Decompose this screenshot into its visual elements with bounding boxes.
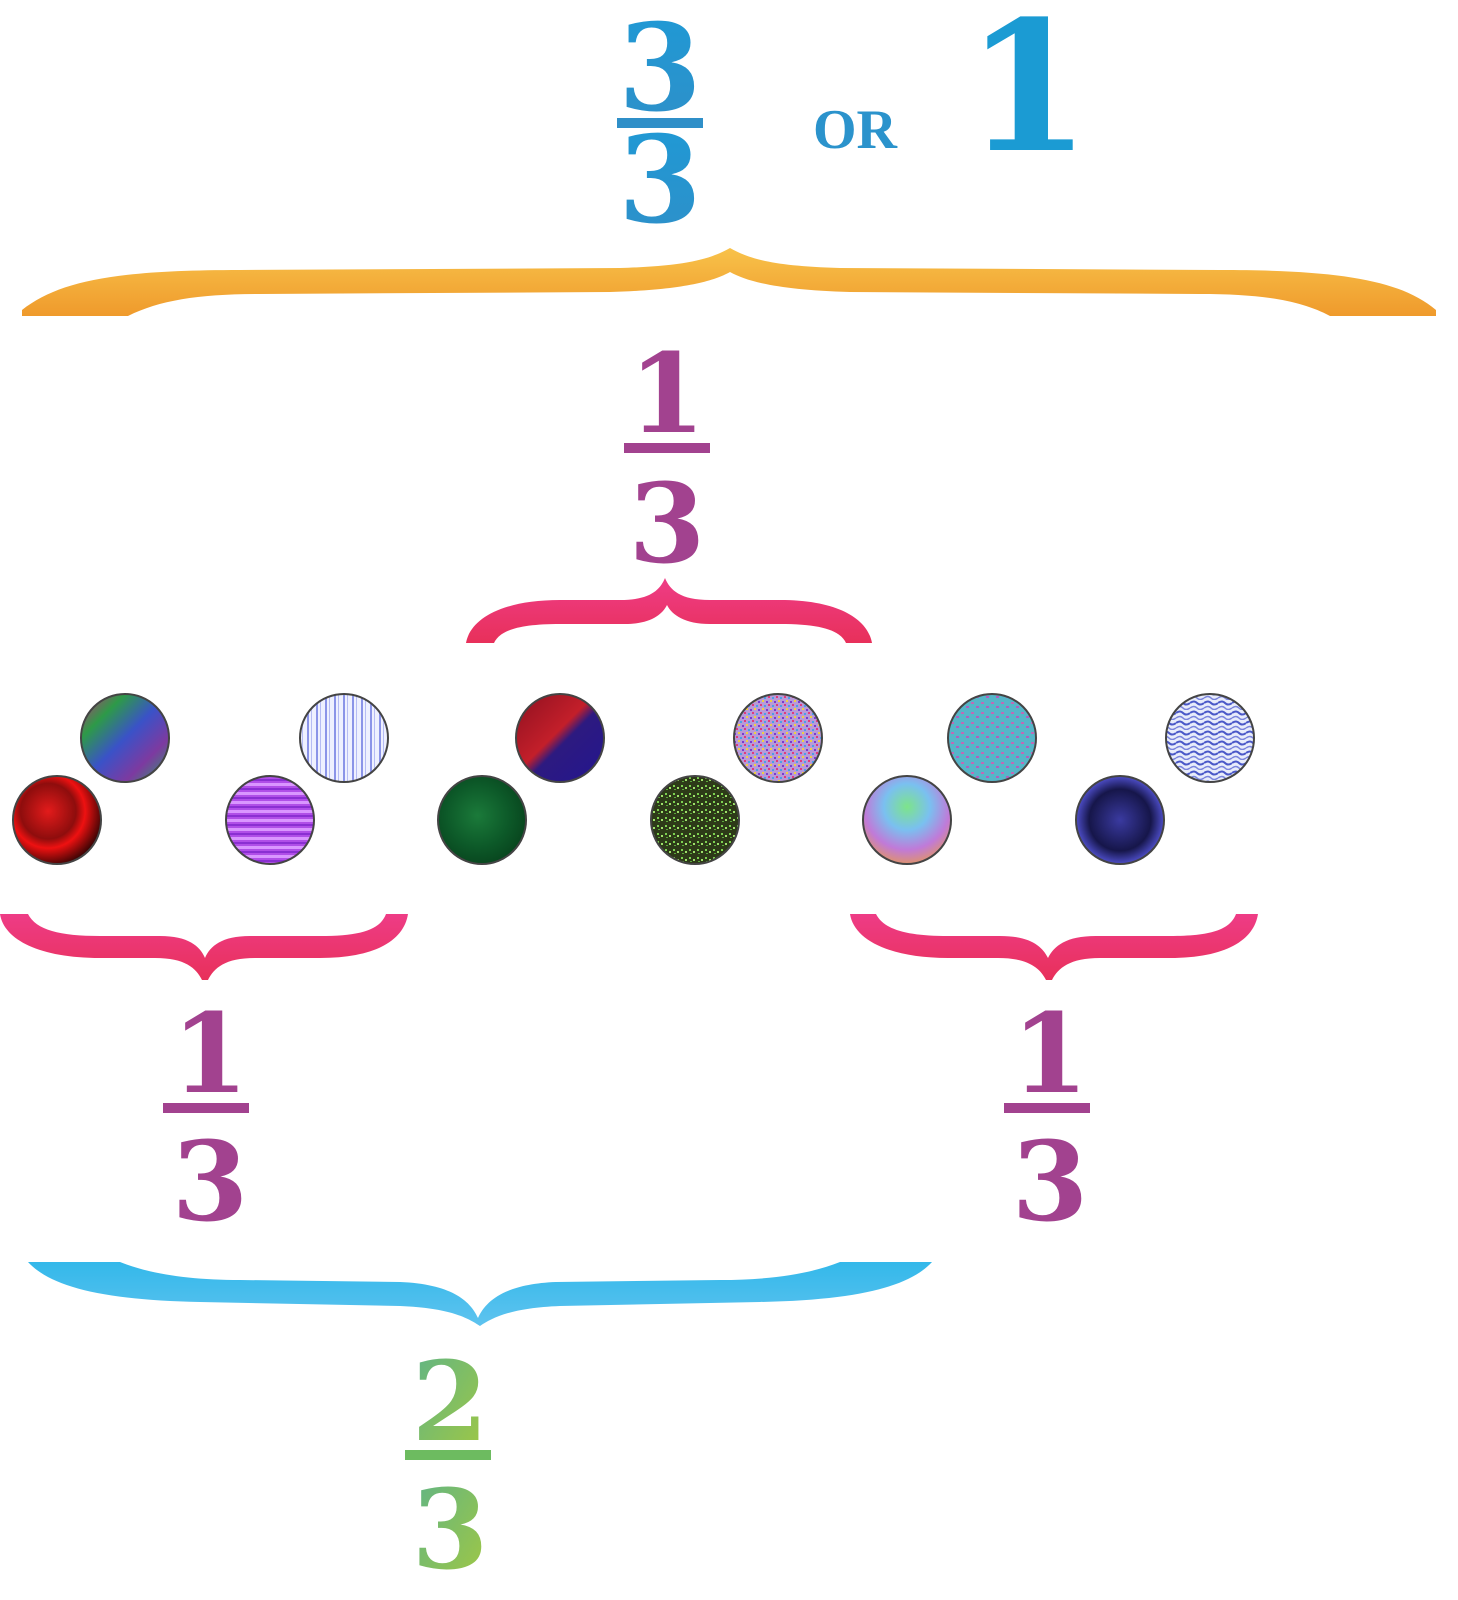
ball-red-black-blotch [12, 775, 102, 865]
left-third-denominator: 3 [172, 1117, 249, 1246]
orange-brace [22, 248, 1436, 316]
two-thirds-fraction: 2 3 [405, 1337, 491, 1594]
ball-lavender-vertical-stripes [299, 693, 389, 783]
two-thirds-numerator: 2 [412, 1337, 489, 1466]
ball-blue-white-marble [1165, 693, 1255, 783]
ball-navy-blotch [1075, 775, 1165, 865]
one-label: 1 [965, 0, 1090, 193]
middle-pink-brace [466, 578, 872, 643]
whole-numerator: 3 [618, 0, 702, 139]
ball-dark-green-marble [437, 775, 527, 865]
middle-third-fraction-bar [624, 443, 710, 453]
left-third-fraction-bar [163, 1103, 249, 1113]
or-label: OR [813, 99, 898, 161]
left-pink-brace [0, 914, 408, 980]
whole-fraction: 3 3 [617, 0, 703, 251]
left-third-numerator: 1 [172, 989, 249, 1118]
ball-purple-stripes [225, 775, 315, 865]
middle-third-fraction: 1 3 [624, 329, 710, 588]
ball-multicolor-noise [80, 693, 170, 783]
ball-red-navy-gradient [515, 693, 605, 783]
ball-confetti-noise [733, 693, 823, 783]
two-thirds-denominator: 3 [412, 1465, 489, 1594]
right-third-fraction: 1 3 [1004, 989, 1090, 1246]
two-thirds-fraction-bar [405, 1450, 491, 1460]
ball-pastel-rainbow [862, 775, 952, 865]
right-third-numerator: 1 [1012, 989, 1089, 1118]
middle-third-denominator: 3 [629, 459, 706, 588]
whole-fraction-bar [617, 118, 703, 128]
right-third-fraction-bar [1004, 1103, 1090, 1113]
balls-group [12, 693, 1255, 865]
ball-green-speckle [650, 775, 740, 865]
middle-third-numerator: 1 [629, 329, 706, 458]
right-pink-brace [850, 914, 1258, 980]
right-third-denominator: 3 [1012, 1117, 1089, 1246]
left-third-fraction: 1 3 [163, 989, 249, 1246]
blue-brace [28, 1262, 932, 1326]
ball-teal-pink-pattern [947, 693, 1037, 783]
whole-denominator: 3 [618, 110, 702, 251]
